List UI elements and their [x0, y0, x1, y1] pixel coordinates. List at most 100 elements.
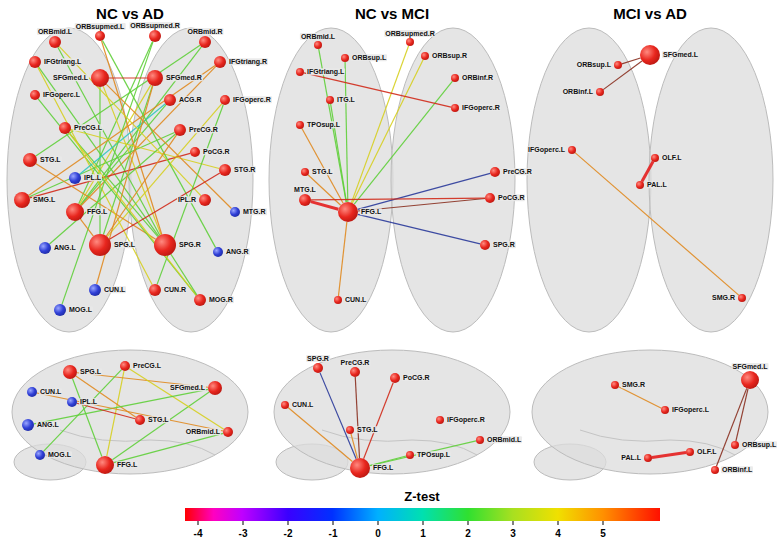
connection-line — [622, 58, 641, 64]
region-label: CUN.R — [163, 286, 187, 293]
connection-line — [311, 202, 339, 210]
region-node: PreCG.L — [120, 361, 130, 371]
region-node: SFGmed.L — [741, 371, 759, 389]
region-label: STG.L — [147, 416, 170, 423]
region-node: IFGtriang.R — [214, 56, 226, 68]
tick-mark — [423, 521, 424, 525]
region-label: ITG.L — [336, 96, 356, 103]
connection-line — [311, 198, 485, 200]
region-node: CUN.L — [334, 296, 342, 304]
region-node: IPL.R — [199, 194, 211, 206]
region-label: IPL.L — [79, 398, 98, 405]
region-label: ORBmid.L — [185, 428, 221, 435]
tick-mark — [603, 521, 604, 525]
panel-title: MCI vs AD — [613, 6, 687, 23]
connection-line — [114, 433, 223, 462]
region-node: STG.L — [301, 168, 309, 176]
region-label: MOG.L — [47, 451, 72, 458]
connection-line — [358, 214, 480, 243]
region-label: ORBsupmed.R — [129, 22, 180, 29]
connection-line — [37, 393, 223, 431]
connection-line — [642, 161, 653, 181]
region-node: IFGtriang.L — [29, 56, 41, 68]
region-label: FFG.L — [372, 464, 394, 471]
region-node: SPG.L — [63, 365, 77, 379]
connection-line — [69, 133, 158, 237]
region-label: IPL.L — [83, 174, 102, 181]
region-label: SPG.R — [492, 241, 516, 248]
tick-label: 5 — [600, 528, 606, 539]
connection-line — [69, 133, 197, 296]
region-node: ANG.R — [213, 247, 223, 257]
region-node: FFG.L — [66, 203, 84, 221]
connection-line — [288, 408, 352, 462]
right-hemisphere — [391, 28, 515, 332]
connection-line — [81, 66, 216, 205]
region-node: PoCG.R — [390, 373, 400, 383]
region-label: ORBmid.L — [300, 33, 336, 40]
region-label: IFGoperc.L — [671, 406, 710, 413]
region-label: MTG.L — [293, 186, 317, 193]
region-node: IFGoperc.R — [436, 416, 444, 424]
region-node: ORBsup.L — [731, 441, 739, 449]
region-node: PreCG.L — [59, 122, 71, 134]
region-node: MTG.L — [299, 194, 311, 206]
tick-mark — [378, 521, 379, 525]
tick-mark — [513, 521, 514, 525]
tick-label: -1 — [329, 528, 338, 539]
connection-line — [355, 377, 359, 458]
region-node: PAL.L — [644, 454, 652, 462]
region-node: PoCG.R — [485, 193, 495, 203]
region-label: STG.L — [311, 168, 334, 175]
region-label: IFGtriang.L — [43, 58, 82, 65]
connection-line — [102, 40, 215, 247]
tick-label: -4 — [194, 528, 203, 539]
region-node: ORBmid.L — [49, 36, 61, 48]
region-label: STG.L — [356, 426, 379, 433]
region-label: IFGoperc.R — [232, 96, 272, 103]
connection-line — [77, 403, 135, 418]
colorbar-title: Z-test — [404, 490, 439, 504]
region-node: TPOsup.L — [406, 451, 414, 459]
region-label: PreCG.R — [188, 126, 219, 133]
tick-label: 1 — [420, 528, 426, 539]
region-label: PreCG.L — [132, 362, 162, 369]
region-label: SFGmed.L — [52, 74, 89, 81]
region-label: TPOsup.L — [306, 121, 341, 128]
region-node: SFGmed.L — [91, 69, 109, 87]
right-hemisphere — [129, 28, 253, 332]
region-node: STG.L — [346, 426, 354, 434]
region-label: IFGoperc.L — [527, 146, 566, 153]
connection-line — [36, 45, 200, 156]
left-hemisphere — [527, 28, 651, 332]
connection-line — [351, 46, 408, 203]
region-node: IFGoperc.R — [220, 95, 230, 105]
region-node: STG.L — [23, 153, 37, 167]
region-label: OLF.L — [696, 448, 717, 455]
region-label: OLF.L — [661, 154, 682, 161]
region-node: SPG.R — [480, 240, 490, 250]
region-node: PreCG.R — [350, 367, 360, 377]
region-node: SFGmed.R — [147, 70, 163, 86]
region-label: CUN.L — [103, 286, 126, 293]
connection-line — [129, 369, 224, 430]
connection-line — [38, 67, 158, 236]
region-node: FFG.L — [350, 458, 370, 478]
region-node: IFGoperc.L — [661, 406, 669, 414]
connection-line — [338, 222, 346, 296]
region-label: ORBmid.L — [486, 436, 522, 443]
region-label: SMG.L — [32, 196, 56, 203]
region-label: PAL.L — [620, 454, 642, 461]
region-node: CUN.L — [281, 401, 289, 409]
connection-line — [304, 73, 451, 107]
region-node: MOG.L — [54, 304, 66, 316]
region-label: ORBsup.L — [741, 441, 777, 448]
region-node: SPG.R — [313, 363, 323, 373]
region-label: ACG.R — [178, 96, 203, 103]
region-node: ITG.L — [326, 96, 334, 104]
region-node: ORBinf.R — [451, 74, 459, 82]
region-node: ORBsupmed.R — [149, 30, 161, 42]
connection-line — [29, 132, 174, 196]
region-node: ORBmid.R — [199, 36, 211, 48]
